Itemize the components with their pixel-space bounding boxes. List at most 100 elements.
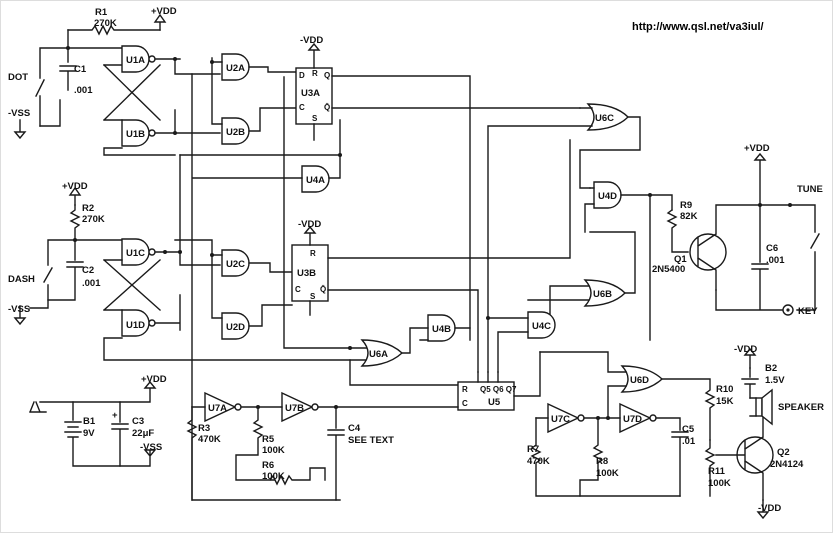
r9-ref: R9 xyxy=(680,200,692,211)
tune-label: TUNE xyxy=(797,184,823,195)
vdd-u3a: -VDD xyxy=(300,35,323,46)
c2-ref: C2 xyxy=(82,265,94,276)
q1-value: 2N5400 xyxy=(652,264,685,275)
u7a-label: U7A xyxy=(208,403,227,414)
r6-value: 100K xyxy=(262,471,285,482)
c4-value: SEE TEXT xyxy=(348,435,394,446)
r7-value: 470K xyxy=(527,456,550,467)
svg-text:Q̄: Q̄ xyxy=(320,285,326,294)
q1-ref: Q1 xyxy=(674,254,687,265)
c5-value: .01 xyxy=(682,436,696,447)
c2-value: .001 xyxy=(82,278,101,289)
r3-ref: R3 xyxy=(198,423,210,434)
dash-label: DASH xyxy=(8,274,35,285)
r9-value: 82K xyxy=(680,211,698,222)
u4d-gate: U4D xyxy=(584,181,673,341)
q2-value: 2N4124 xyxy=(770,459,804,470)
r10-ref: R10 xyxy=(716,384,733,395)
svg-text:S: S xyxy=(310,292,316,301)
svg-text:D: D xyxy=(299,71,305,80)
u3a-flipflop: D R Q U3A C S Q̄ -VDD xyxy=(295,35,581,341)
dot-section: +VDD R1 270K DOT C1 .001 -VSS xyxy=(8,6,177,140)
svg-text:Q̄: Q̄ xyxy=(324,103,330,112)
u4d-label: U4D xyxy=(598,191,617,202)
u6a-label: U6A xyxy=(369,349,388,360)
r6-ref: R6 xyxy=(262,460,274,471)
u5-pins: Q5 Q6 Q7 xyxy=(480,385,517,394)
r10-value: 15K xyxy=(716,396,734,407)
u2a-label: U2A xyxy=(226,63,245,74)
u1d-label: U1D xyxy=(126,320,145,331)
b1-ref: B1 xyxy=(83,416,96,427)
q2-ref: Q2 xyxy=(777,447,790,458)
svg-text:R: R xyxy=(462,385,468,394)
vdd-q1: +VDD xyxy=(744,143,770,154)
r11-ref: R11 xyxy=(708,466,726,477)
u4b-label: U4B xyxy=(432,324,451,335)
c6-ref: C6 xyxy=(766,243,778,254)
c4-ref: C4 xyxy=(348,423,361,434)
u2d-label: U2D xyxy=(226,322,245,333)
u6b-gate: U6B xyxy=(527,231,636,331)
r1-ref: R1 xyxy=(95,7,108,18)
c5-ref: C5 xyxy=(682,424,695,435)
vss-battery: -VSS xyxy=(140,442,162,453)
r11-value: 100K xyxy=(708,478,731,489)
r5-ref: R5 xyxy=(262,434,275,445)
b2-ref: B2 xyxy=(765,363,777,374)
svg-text:C: C xyxy=(462,399,468,408)
svg-text:Q: Q xyxy=(324,71,330,80)
r7-ref: R7 xyxy=(527,444,539,455)
vdd-label-dash: +VDD xyxy=(62,181,88,192)
r8-value: 100K xyxy=(596,468,619,479)
u7-oscillator-1: U7A U7B R3 470K R5 100K R6 100K C4 SEE T… xyxy=(186,391,459,501)
r8-ref: R8 xyxy=(596,456,608,467)
u5-label: U5 xyxy=(488,397,501,408)
source-url: http://www.qsl.net/va3iul/ xyxy=(632,21,764,33)
vdd-u3b: -VDD xyxy=(298,219,321,230)
u4b-u4c-gates: U4B U4C xyxy=(401,311,556,373)
vdd-battery: +VDD xyxy=(141,374,167,385)
vdd-label-top: +VDD xyxy=(151,6,177,17)
u6d-label: U6D xyxy=(630,375,649,386)
c1-ref: C1 xyxy=(74,64,87,75)
c6-value: .001 xyxy=(766,255,785,266)
u1-dot-latch: U1A U1B xyxy=(67,45,221,156)
u3b-label: U3B xyxy=(297,268,316,279)
u4a-gate: U4A xyxy=(179,73,342,501)
u2-dash-gates: U2C U2D xyxy=(174,239,293,340)
u1a-label: U1A xyxy=(126,55,145,66)
vss-label-dot: -VSS xyxy=(8,108,30,119)
vdd-speaker: -VDD xyxy=(734,344,757,355)
svg-text:C: C xyxy=(295,285,301,294)
svg-text:S: S xyxy=(312,114,318,123)
u4c-label: U4C xyxy=(532,321,551,332)
c3-value: 22μF xyxy=(132,428,154,439)
dot-label: DOT xyxy=(8,72,28,83)
q2-speaker-stage: Q2 2N4124 -VDD B2 1.5V SPEAKER -VDD xyxy=(734,344,824,520)
vdd-q2: -VDD xyxy=(758,503,781,514)
q1-stage: R9 82K Q1 2N5400 +VDD TUNE C6 .001 KEY xyxy=(652,143,823,317)
speaker-label: SPEAKER xyxy=(778,402,824,413)
u6c-gate: U6C xyxy=(487,103,641,373)
dash-section: +VDD R2 270K DASH C2 .001 -VSS xyxy=(8,181,123,326)
r3-value: 470K xyxy=(198,434,221,445)
u7c-label: U7C xyxy=(551,414,570,425)
u7b-label: U7B xyxy=(285,403,304,414)
c1-value: .001 xyxy=(74,85,93,96)
u3a-label: U3A xyxy=(301,88,320,99)
u2-dot-gates: U2A U2B xyxy=(210,53,297,145)
u2b-label: U2B xyxy=(226,127,245,138)
u6b-label: U6B xyxy=(593,289,612,300)
r5-value: 100K xyxy=(262,445,285,456)
svg-text:R: R xyxy=(312,69,318,78)
svg-text:C: C xyxy=(299,103,305,112)
u3b-flipflop: R U3B C S Q̄ -VDD xyxy=(291,139,571,373)
power-section: +VDD B1 9V + C3 22μF -VSS xyxy=(29,374,167,467)
u2c-label: U2C xyxy=(226,259,245,270)
u5-counter: R C Q5 Q6 Q7 U5 xyxy=(457,351,541,411)
u7-oscillator-2: U6D U7C U7D R7 470K R8 100K C5 .01 R10 1… xyxy=(527,351,739,497)
u6c-label: U6C xyxy=(595,113,614,124)
u6a-gate: U6A xyxy=(283,76,459,386)
